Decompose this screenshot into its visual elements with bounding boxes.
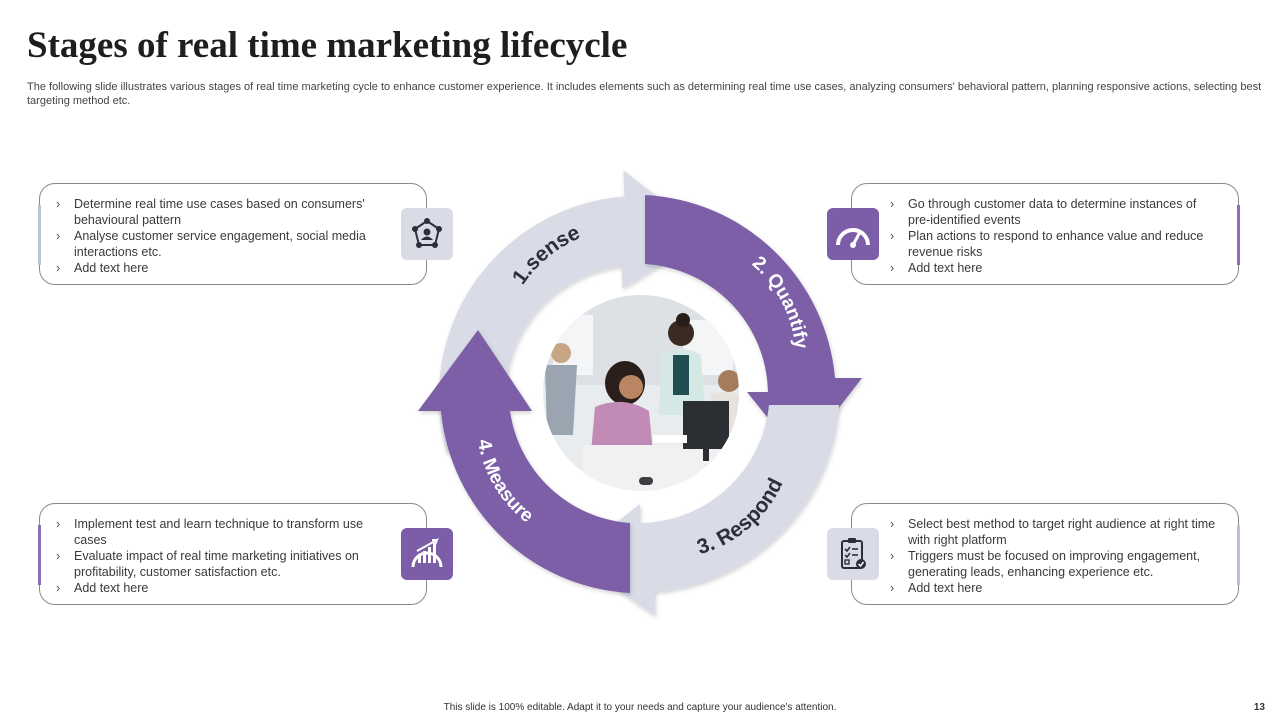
list-item: Add text here xyxy=(890,260,1222,276)
list-item: Determine real time use cases based on c… xyxy=(56,196,372,228)
network-people-icon xyxy=(401,208,453,260)
checklist-icon xyxy=(827,528,879,580)
slide-subtitle: The following slide illustrates various … xyxy=(27,81,1262,107)
box-measure: Implement test and learn technique to tr… xyxy=(38,503,427,605)
stage-arrow-quantify xyxy=(645,195,862,458)
list-item: Select best method to target right audie… xyxy=(890,516,1222,548)
list-item: Implement test and learn technique to tr… xyxy=(56,516,372,548)
slide-footer: This slide is 100% editable. Adapt it to… xyxy=(443,702,837,713)
box-accent-bar xyxy=(1237,205,1240,265)
stage-arrow-measure xyxy=(418,330,630,593)
box-accent-bar xyxy=(38,205,41,265)
box-quantify: Go through customer data to determine in… xyxy=(851,183,1240,285)
list-item: Go through customer data to determine in… xyxy=(890,196,1222,228)
page-number: 13 xyxy=(1253,702,1265,713)
list-item: Evaluate impact of real time marketing i… xyxy=(56,548,372,580)
measure-bullet-list: Implement test and learn technique to tr… xyxy=(56,516,372,596)
box-accent-bar xyxy=(1237,525,1240,585)
team-meeting-photo xyxy=(543,295,739,491)
gauge-icon xyxy=(827,208,879,260)
list-item: Add text here xyxy=(56,580,372,596)
quantify-bullet-list: Go through customer data to determine in… xyxy=(890,196,1222,276)
list-item: Triggers must be focused on improving en… xyxy=(890,548,1222,580)
sense-bullet-list: Determine real time use cases based on c… xyxy=(56,196,372,276)
slide-title: Stages of real time marketing lifecycle xyxy=(27,25,628,66)
list-item: Add text here xyxy=(56,260,372,276)
list-item: Add text here xyxy=(890,580,1222,596)
box-accent-bar xyxy=(38,525,41,585)
box-sense: Determine real time use cases based on c… xyxy=(38,183,427,285)
respond-bullet-list: Select best method to target right audie… xyxy=(890,516,1222,596)
box-respond: Select best method to target right audie… xyxy=(851,503,1240,605)
stage-arrow-respond xyxy=(572,405,839,616)
list-item: Analyse customer service engagement, soc… xyxy=(56,228,372,260)
growth-chart-gauge-icon xyxy=(401,528,453,580)
list-item: Plan actions to respond to enhance value… xyxy=(890,228,1222,260)
